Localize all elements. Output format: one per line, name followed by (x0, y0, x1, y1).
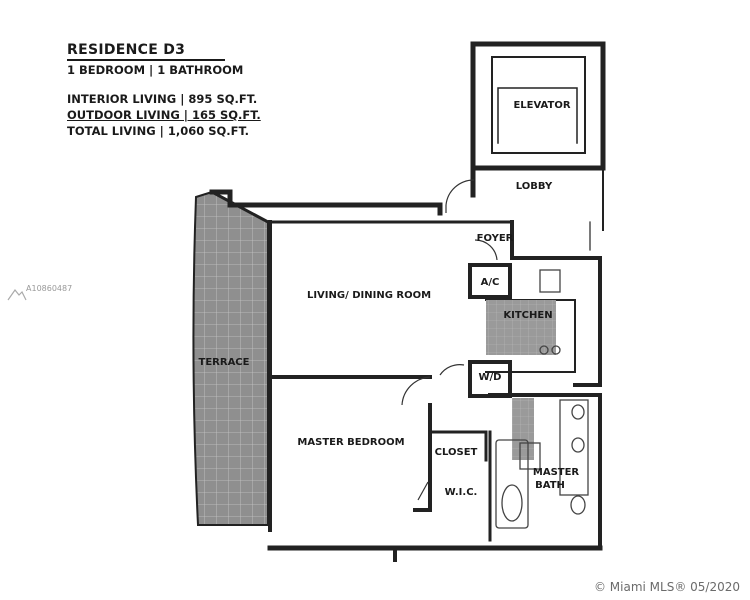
total-living: TOTAL LIVING | 1,060 SQ.FT. (67, 124, 249, 138)
listing-id: A10860487 (26, 284, 73, 293)
area-stats: INTERIOR LIVING | 895 SQ.FT. OUTDOOR LIV… (67, 91, 261, 139)
terrace (192, 190, 269, 526)
bath-tile-floor (512, 398, 534, 460)
label-master-bedroom: MASTER BEDROOM (297, 437, 404, 448)
doors (401, 179, 498, 501)
label-foyer: FOYER (477, 233, 514, 244)
walls (209, 41, 606, 562)
label-terrace: TERRACE (199, 357, 250, 368)
label-lobby: LOBBY (516, 181, 553, 192)
interior-living: INTERIOR LIVING | 895 SQ.FT. (67, 92, 258, 106)
fixtures (495, 269, 589, 529)
label-closet: CLOSET (435, 447, 478, 458)
label-elevator: ELEVATOR (513, 100, 570, 111)
mls-logo-icon (7, 288, 27, 301)
label-living-dining: LIVING/ DINING ROOM (307, 290, 431, 301)
label-walk-in-closet: W.I.C. (445, 487, 478, 498)
label-kitchen: KITCHEN (503, 310, 552, 321)
unit-info: RESIDENCE D3 1 BEDROOM | 1 BATHROOM INTE… (67, 42, 261, 139)
label-master-bath-line1: MASTER (533, 467, 580, 478)
mls-watermark: © Miami MLS® 05/2020 (593, 580, 740, 594)
label-ac: A/C (481, 277, 500, 288)
bed-bath-summary: 1 BEDROOM | 1 BATHROOM (67, 63, 244, 77)
outdoor-living: OUTDOOR LIVING | 165 SQ.FT. (67, 108, 261, 122)
label-master-bath-line2: BATH (535, 480, 565, 491)
residence-title: RESIDENCE D3 (67, 42, 225, 61)
label-washer-dryer: W/D (479, 372, 502, 383)
